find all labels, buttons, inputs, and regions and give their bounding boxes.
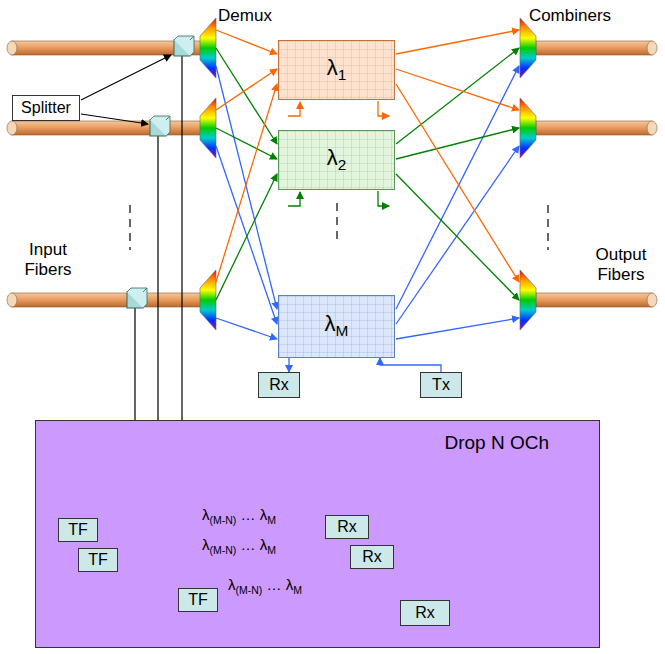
node-text: λM xyxy=(325,312,349,340)
subscript: (M-N) xyxy=(236,584,263,596)
fiber-end xyxy=(7,121,17,135)
fiber-end xyxy=(647,41,657,55)
node-text: λ2 xyxy=(327,146,347,174)
continuation-dashes xyxy=(547,205,548,250)
edge-label: λ(M-N) … λM xyxy=(226,577,304,597)
node-text: Splitter xyxy=(21,99,71,117)
edge-label: λ(M-N) … λM xyxy=(200,507,278,527)
input-fiber xyxy=(12,41,202,55)
node-text: Rx xyxy=(269,376,289,394)
wavelength-path xyxy=(396,146,519,324)
node-text: TF xyxy=(68,521,88,539)
wavelength-path xyxy=(396,30,519,54)
output-fiber xyxy=(536,293,652,307)
continuation-dashes xyxy=(129,205,130,250)
subscript: (M-N) xyxy=(210,514,237,526)
caption-label: Output Fibers xyxy=(582,245,660,284)
subscript: M xyxy=(267,544,276,556)
wavelength-path xyxy=(396,48,519,144)
wavelength-switch: λ2 xyxy=(278,130,395,190)
node-text: TF xyxy=(188,591,208,609)
node-text: Tx xyxy=(432,376,450,394)
tunable-filter: TF xyxy=(178,588,218,612)
wavelength-switch: λM xyxy=(278,295,395,358)
wavelength-path xyxy=(216,69,277,110)
drop-region: Drop N OChTFTFTFRxRxRx xyxy=(35,420,600,648)
fiber-end xyxy=(7,293,17,307)
add-arrow xyxy=(288,192,300,206)
label-box: Splitter xyxy=(12,95,80,121)
wavelength-path xyxy=(216,30,277,54)
combiner xyxy=(520,18,536,78)
subscript: (M-N) xyxy=(210,544,237,556)
drop-arrow xyxy=(378,101,389,116)
add-arrow xyxy=(288,102,300,116)
subscript: M xyxy=(336,323,349,340)
wavelength-switch: λ1 xyxy=(278,40,395,100)
caption-label: Demux xyxy=(205,6,285,26)
subscript: 2 xyxy=(338,156,347,173)
wavelength-path xyxy=(216,128,277,159)
fiber-end xyxy=(7,41,17,55)
receiver-box: Rx xyxy=(400,600,450,626)
fiber-end xyxy=(647,121,657,135)
node-text: λ1 xyxy=(327,56,347,84)
connector xyxy=(380,358,441,372)
leader-arrow xyxy=(81,55,171,100)
wavelength-path xyxy=(396,318,519,339)
caption-label: Input Fibers xyxy=(8,240,88,279)
drop-arrow xyxy=(378,191,389,206)
receiver-box: Rx xyxy=(325,515,369,539)
continuation-dashes xyxy=(336,203,337,240)
node-text: Rx xyxy=(415,604,435,622)
wavelength-path xyxy=(216,84,277,282)
fiber-end xyxy=(647,293,657,307)
subscript: 1 xyxy=(338,66,347,83)
leader-arrow xyxy=(81,114,148,124)
tunable-filter: TF xyxy=(78,548,118,572)
splitter-cube-top xyxy=(174,36,194,56)
connector xyxy=(288,358,289,372)
receiver-box: Rx xyxy=(258,372,300,398)
demux xyxy=(200,18,216,78)
wavelength-path xyxy=(216,48,277,144)
wavelength-path xyxy=(216,146,277,324)
splitter-cube-top xyxy=(150,116,170,136)
input-fiber xyxy=(12,293,202,307)
subscript: M xyxy=(293,584,302,596)
wavelength-path xyxy=(216,318,277,339)
transmitter-box: Tx xyxy=(420,372,462,398)
wavelength-path xyxy=(396,174,519,300)
output-fiber xyxy=(536,121,652,135)
node-text: Rx xyxy=(337,518,357,536)
wavelength-path xyxy=(396,128,519,159)
edge-label: λ(M-N) … λM xyxy=(200,537,278,557)
demux xyxy=(200,270,216,330)
caption-label: Combiners xyxy=(515,6,625,26)
node-text: Drop N OCh xyxy=(444,433,549,454)
subscript: M xyxy=(267,514,276,526)
wavelength-path xyxy=(396,69,519,110)
output-fiber xyxy=(536,41,652,55)
wavelength-path xyxy=(216,66,277,309)
node-text: Rx xyxy=(362,548,382,566)
receiver-box: Rx xyxy=(350,545,394,569)
wavelength-path xyxy=(396,84,519,282)
demux xyxy=(200,98,216,158)
node-text: TF xyxy=(88,551,108,569)
combiner xyxy=(520,270,536,330)
input-fiber xyxy=(12,121,202,135)
wavelength-path xyxy=(396,66,519,309)
tunable-filter: TF xyxy=(58,518,98,542)
wavelength-path xyxy=(216,174,277,300)
combiner xyxy=(520,98,536,158)
splitter-cube-top xyxy=(127,288,147,308)
